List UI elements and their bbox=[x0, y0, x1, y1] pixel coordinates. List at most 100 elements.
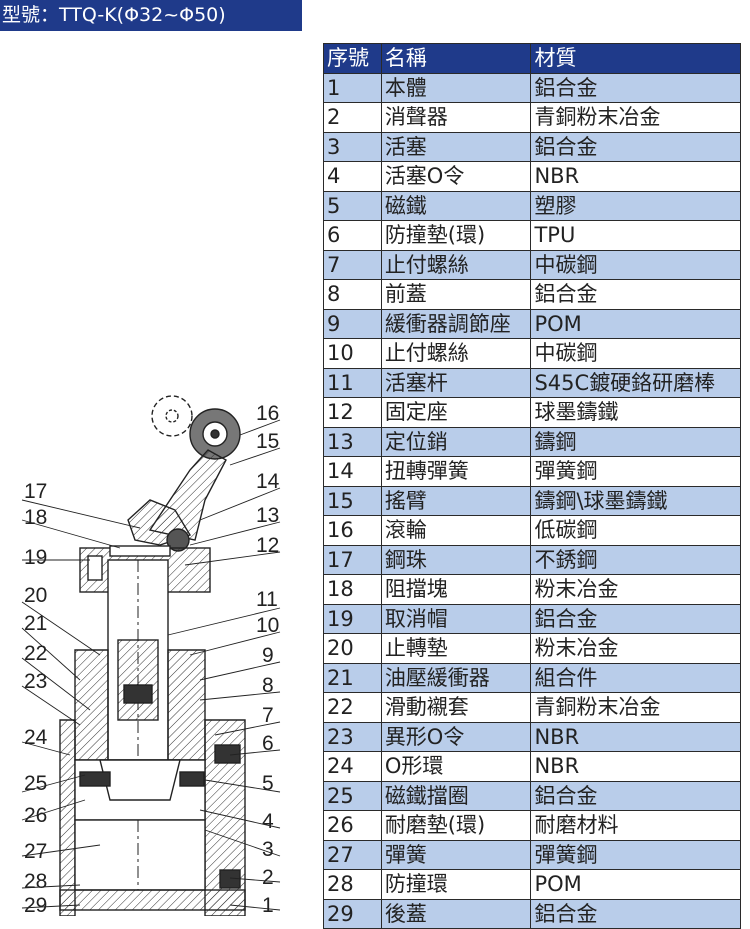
callout-23: 23 bbox=[24, 670, 47, 693]
part-no: 11 bbox=[323, 367, 382, 398]
part-material: 不銹鋼 bbox=[530, 544, 741, 575]
part-name: 油壓緩衝器 bbox=[380, 662, 532, 693]
part-name: 扭轉彈簧 bbox=[380, 456, 532, 487]
part-no: 20 bbox=[323, 633, 382, 664]
callout-29: 29 bbox=[24, 894, 47, 916]
part-material: 低碳鋼 bbox=[530, 515, 741, 546]
callout-5: 5 bbox=[262, 772, 274, 795]
part-name: 搖臂 bbox=[380, 485, 532, 516]
part-no: 22 bbox=[323, 692, 382, 723]
part-material: 塑膠 bbox=[530, 190, 741, 221]
header-name: 名稱 bbox=[380, 43, 532, 74]
part-no: 6 bbox=[323, 220, 382, 251]
part-name: 防撞墊(環) bbox=[380, 220, 532, 251]
part-material: NBR bbox=[530, 161, 741, 192]
callout-15: 15 bbox=[256, 430, 279, 453]
part-name: 磁鐵 bbox=[380, 190, 532, 221]
callout-17: 17 bbox=[24, 480, 47, 503]
part-no: 18 bbox=[323, 574, 382, 605]
callout-10: 10 bbox=[256, 614, 279, 637]
rocker-arm-assembly bbox=[127, 395, 241, 552]
part-material: TPU bbox=[530, 220, 741, 251]
part-name: 鋼珠 bbox=[380, 544, 532, 575]
callout-24: 24 bbox=[24, 726, 48, 749]
part-no: 8 bbox=[323, 279, 382, 310]
part-no: 21 bbox=[323, 662, 382, 693]
part-material: 青銅粉末冶金 bbox=[530, 102, 741, 133]
part-material: POM bbox=[530, 869, 741, 900]
part-name: O形環 bbox=[380, 751, 532, 782]
part-name: 緩衝器調節座 bbox=[380, 308, 532, 339]
part-name: 前蓋 bbox=[380, 279, 532, 310]
callout-12: 12 bbox=[256, 534, 279, 557]
part-material: 中碳鋼 bbox=[530, 249, 741, 280]
part-material: 鋁合金 bbox=[530, 131, 741, 162]
part-material: 中碳鋼 bbox=[530, 338, 741, 369]
part-material: POM bbox=[530, 308, 741, 339]
parts-table-header: 序號 名稱 材質 bbox=[323, 43, 741, 74]
part-name: 止付螺絲 bbox=[380, 249, 532, 280]
part-name: 止轉墊 bbox=[380, 633, 532, 664]
part-material: 彈簧鋼 bbox=[530, 839, 741, 870]
part-no: 19 bbox=[323, 603, 382, 634]
part-name: 本體 bbox=[380, 72, 532, 103]
part-no: 9 bbox=[323, 308, 382, 339]
part-no: 12 bbox=[323, 397, 382, 428]
part-no: 13 bbox=[323, 426, 382, 457]
part-name: 彈簧 bbox=[380, 839, 532, 870]
header-no: 序號 bbox=[323, 43, 382, 74]
part-no: 28 bbox=[323, 869, 382, 900]
part-no: 5 bbox=[323, 190, 382, 221]
part-name: 異形O令 bbox=[380, 721, 532, 752]
part-no: 2 bbox=[323, 102, 382, 133]
callout-13: 13 bbox=[256, 504, 279, 527]
part-material: NBR bbox=[530, 721, 741, 752]
part-material: 鋁合金 bbox=[530, 72, 741, 103]
part-name: 活塞O令 bbox=[380, 161, 532, 192]
callout-9: 9 bbox=[262, 644, 274, 667]
part-name: 活塞杆 bbox=[380, 367, 532, 398]
callout-28: 28 bbox=[24, 870, 47, 893]
part-no: 3 bbox=[323, 131, 382, 162]
callout-11: 11 bbox=[256, 588, 278, 611]
part-material: NBR bbox=[530, 751, 741, 782]
callout-20: 20 bbox=[24, 584, 47, 607]
part-name: 防撞環 bbox=[380, 869, 532, 900]
callout-19: 19 bbox=[24, 546, 47, 569]
cylinder-body bbox=[59, 649, 246, 916]
part-name: 滑動襯套 bbox=[380, 692, 532, 723]
part-name: 滾輪 bbox=[380, 515, 532, 546]
part-no: 25 bbox=[323, 780, 382, 811]
part-material: 耐磨材料 bbox=[530, 810, 741, 841]
part-name: 耐磨墊(環) bbox=[380, 810, 532, 841]
part-material: 鑄鋼 bbox=[530, 426, 741, 457]
part-no: 7 bbox=[323, 249, 382, 280]
callout-22: 22 bbox=[24, 642, 47, 665]
part-name: 取消帽 bbox=[380, 603, 532, 634]
callout-7: 7 bbox=[262, 704, 274, 727]
callout-27: 27 bbox=[24, 840, 47, 863]
part-no: 23 bbox=[323, 721, 382, 752]
part-name: 磁鐵擋圈 bbox=[380, 780, 532, 811]
part-material: 鋁合金 bbox=[530, 898, 741, 929]
part-no: 1 bbox=[323, 72, 382, 103]
